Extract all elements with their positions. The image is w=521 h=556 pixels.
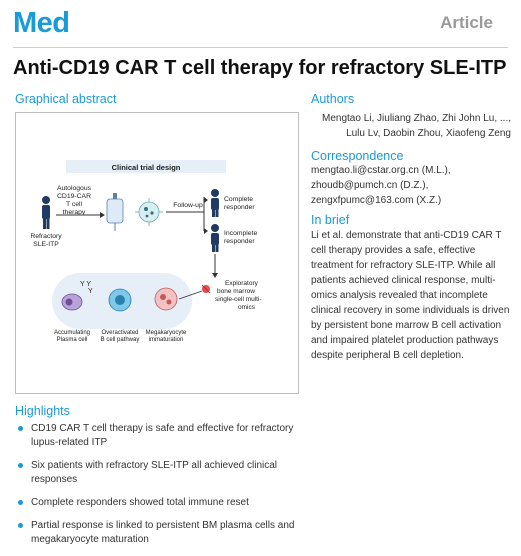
car-t-cell-icon [135, 198, 163, 226]
in-brief-text: Li et al. demonstrate that anti-CD19 CAR… [311, 230, 510, 361]
bullet-icon [18, 523, 23, 528]
exploratory-label-1: Exploratory [225, 280, 259, 287]
highlight-item: CD19 CAR T cell therapy is safe and effe… [15, 422, 305, 450]
incomplete-responder-icon [211, 224, 219, 252]
correspondence-list: mengtao.li@cstar.org.cn (M.L.), zhoudb@p… [311, 163, 511, 208]
highlight-text: Partial response is linked to persistent… [31, 520, 295, 545]
megakaryocyte-icon [154, 287, 178, 311]
plasma-label-1: Accumulating [54, 330, 90, 336]
article-type-label: Article [440, 13, 493, 32]
graphical-abstract-figure: Clinical trial design Autologous CD19-CA… [30, 160, 262, 343]
patient-label-2: SLE-ITP [33, 241, 59, 248]
highlight-item: Six patients with refractory SLE-ITP all… [15, 459, 305, 487]
highlight-item: Partial response is linked to persistent… [15, 519, 305, 547]
plasma-label-2: Plasma cell [57, 337, 88, 343]
incomplete-label-1: Incomplete [224, 230, 257, 237]
correspondence-email-2[interactable]: zhoudb@pumch.cn (D.Z.), [311, 180, 429, 191]
follow-up-label: Follow-up [173, 202, 203, 209]
branch-arrow-up [204, 197, 208, 203]
plasma-cell-icon: Y Y Y [61, 281, 93, 311]
autologous-label-2: CD19-CAR [57, 193, 91, 200]
correspondence-heading: Correspondence [311, 149, 404, 163]
graphical-abstract-heading: Graphical abstract [15, 92, 117, 106]
mega-label-1: Megakaryocyte [146, 330, 187, 336]
patient-icon [42, 196, 50, 229]
highlight-text: Six patients with refractory SLE-ITP all… [31, 460, 278, 485]
correspondence-email-3[interactable]: zengxfpumc@163.com (X.Z.) [311, 195, 442, 206]
bone-marrow-icon [201, 284, 211, 294]
authors-heading: Authors [311, 92, 355, 106]
authors-list: Mengtao Li, Jiuliang Zhao, Zhi John Lu, … [311, 111, 511, 141]
header-divider [13, 47, 508, 48]
in-brief-heading: In brief [311, 213, 350, 227]
highlight-item: Complete responders showed total immune … [15, 496, 305, 510]
bcell-label-1: Overactivated [101, 330, 138, 336]
mega-label-2: immaturation [149, 337, 184, 343]
highlight-text: CD19 CAR T cell therapy is safe and effe… [31, 423, 294, 448]
bullet-icon [18, 463, 23, 468]
correspondence-email-1[interactable]: mengtao.li@cstar.org.cn (M.L.), [311, 165, 451, 176]
b-cell-icon [108, 288, 132, 312]
incomplete-label-2: responder [224, 238, 255, 245]
complete-responder-icon [211, 189, 219, 217]
arrow-head-infusion [100, 212, 105, 218]
exploratory-label-2: bone marrow [217, 288, 255, 295]
exploratory-label-4: omics [238, 304, 256, 311]
bullet-icon [18, 426, 23, 431]
autologous-label-1: Autologous [57, 185, 92, 192]
branch-arrow-down [204, 228, 208, 234]
bullet-icon [18, 500, 23, 505]
complete-label-1: Complete [224, 196, 253, 203]
trial-design-banner [66, 160, 226, 173]
authors-line-2: Lulu Lv, Daobin Zhou, Xiaofeng Zeng [346, 128, 511, 139]
svg-text:Y: Y [88, 288, 93, 295]
arrow-cells-to-omics [178, 290, 203, 300]
exploratory-label-3: single-cell multi- [215, 296, 262, 303]
graphical-abstract: Clinical trial design Autologous CD19-CA… [15, 112, 299, 394]
article-title: Anti-CD19 CAR T cell therapy for refract… [13, 57, 507, 79]
journal-logo: Med [13, 7, 70, 39]
highlight-text: Complete responders showed total immune … [31, 497, 249, 508]
autologous-label-4: therapy [63, 209, 86, 216]
autologous-label-3: T cell [66, 201, 83, 208]
highlights-list: CD19 CAR T cell therapy is safe and effe… [15, 422, 305, 556]
svg-text:Y Y: Y Y [80, 281, 91, 288]
arrow-head-omics [212, 273, 218, 278]
infusion-bag-icon [106, 193, 124, 231]
patient-label-1: Refractory [30, 233, 62, 240]
complete-label-2: responder [224, 204, 255, 211]
highlights-heading: Highlights [15, 404, 70, 418]
authors-line-1: Mengtao Li, Jiuliang Zhao, Zhi John Lu, … [322, 113, 511, 124]
bcell-label-2: B cell pathway [101, 337, 140, 343]
trial-design-label: Clinical trial design [112, 163, 181, 172]
